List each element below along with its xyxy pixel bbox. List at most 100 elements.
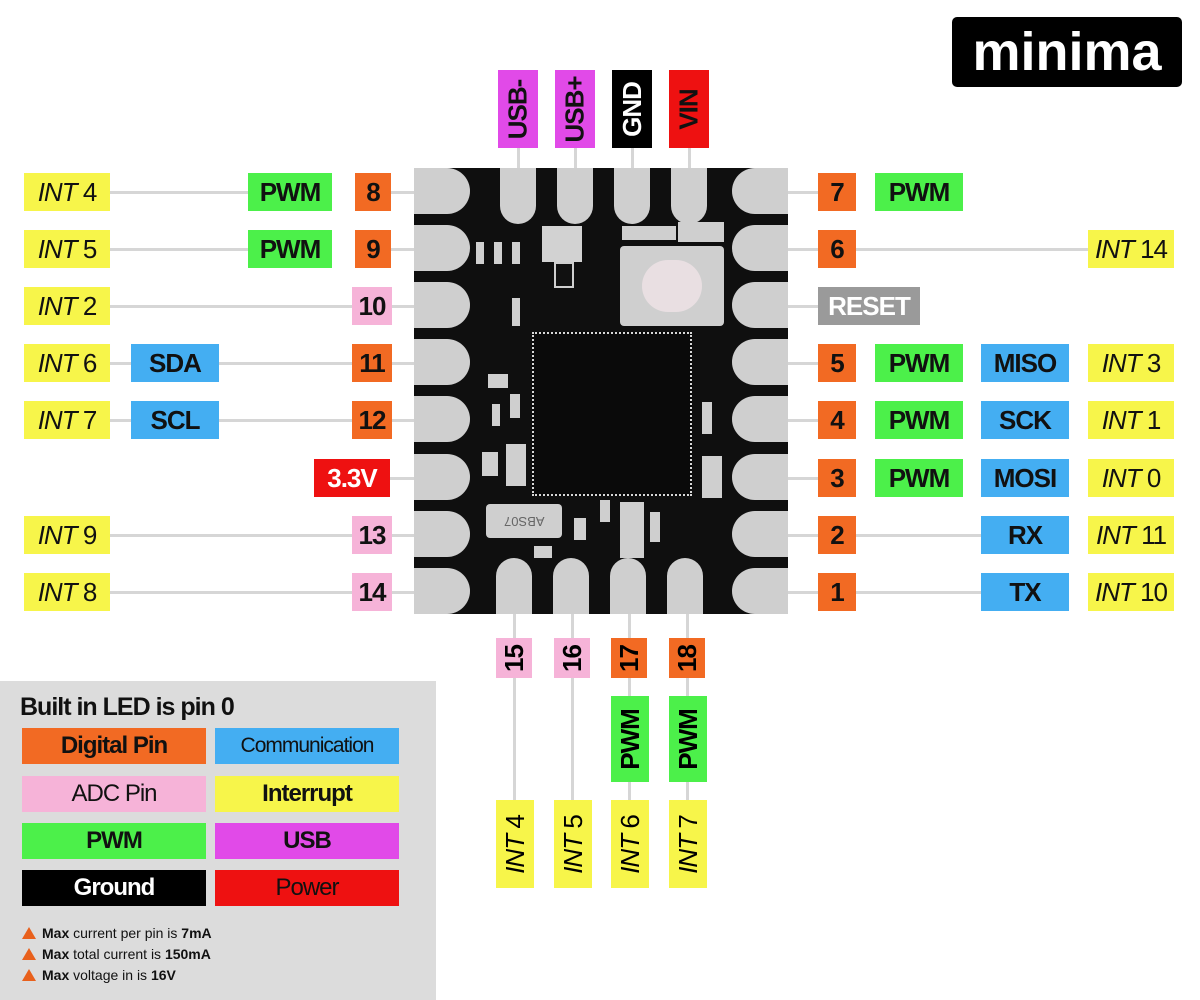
crystal: ABS07 (486, 504, 562, 538)
digital-pin-2: 2 (818, 516, 856, 554)
pwm-label: PWM (875, 459, 963, 497)
legend-pwm: PWM (22, 823, 206, 859)
reset-button-component (620, 246, 724, 326)
pad (553, 558, 589, 614)
adc-pin-13: 13 (352, 516, 392, 554)
pad (732, 225, 788, 271)
pin-vin: VIN (669, 70, 709, 148)
reset-pin: RESET (818, 287, 920, 325)
comm-label-mosi: MOSI (981, 459, 1069, 497)
pad (610, 558, 646, 614)
pwm-label: PWM (248, 230, 332, 268)
pwm-label: PWM (248, 173, 332, 211)
adc-pin-15: 15 (496, 638, 532, 678)
pad (414, 396, 470, 442)
pad (414, 339, 470, 385)
pad (496, 558, 532, 614)
interrupt-label: INT 7 (24, 401, 110, 439)
pad (614, 168, 650, 224)
interrupt-label: INT 10 (1088, 573, 1174, 611)
comm-label-tx: TX (981, 573, 1069, 611)
pad (671, 168, 707, 224)
adc-pin-14: 14 (352, 573, 392, 611)
interrupt-label: INT 2 (24, 287, 110, 325)
pwm-label: PWM (875, 401, 963, 439)
pad (414, 168, 470, 214)
warning-icon (22, 948, 36, 960)
legend-adc: ADC Pin (22, 776, 206, 812)
note-max-voltage: Max voltage in is 16V (22, 967, 176, 983)
pad (414, 225, 470, 271)
warning-icon (22, 969, 36, 981)
pad (732, 454, 788, 500)
pwm-label: PWM (611, 696, 649, 782)
microcontroller-chip (532, 332, 692, 496)
digital-pin-9: 9 (355, 230, 391, 268)
interrupt-label: INT 5 (24, 230, 110, 268)
pad (732, 282, 788, 328)
interrupt-label: INT 4 (496, 800, 534, 888)
comm-label-sck: SCK (981, 401, 1069, 439)
adc-pin-16: 16 (554, 638, 590, 678)
digital-pin-12: 12 (352, 401, 392, 439)
comm-label-miso: MISO (981, 344, 1069, 382)
interrupt-label: INT 3 (1088, 344, 1174, 382)
pad (414, 568, 470, 614)
interrupt-label: INT 5 (554, 800, 592, 888)
interrupt-label: INT 1 (1088, 401, 1174, 439)
legend-heading: Built in LED is pin 0 (20, 693, 235, 721)
digital-pin-4: 4 (818, 401, 856, 439)
brand-logo: minima (952, 17, 1182, 87)
pwm-label: PWM (875, 344, 963, 382)
digital-pin-5: 5 (818, 344, 856, 382)
pin-usb-plus: USB+ (555, 70, 595, 148)
pad (667, 558, 703, 614)
interrupt-label: INT 4 (24, 173, 110, 211)
digital-pin-7: 7 (818, 173, 856, 211)
legend-interrupt: Interrupt (215, 776, 399, 812)
interrupt-label: INT 0 (1088, 459, 1174, 497)
interrupt-label: INT 8 (24, 573, 110, 611)
pad (732, 511, 788, 557)
interrupt-label: INT 14 (1088, 230, 1174, 268)
crystal-label: ABS07 (503, 513, 545, 529)
adc-pin-10: 10 (352, 287, 392, 325)
digital-pin-3: 3 (818, 459, 856, 497)
legend-usb: USB (215, 823, 399, 859)
pwm-label: PWM (875, 173, 963, 211)
digital-pin-8: 8 (355, 173, 391, 211)
interrupt-label: INT 6 (611, 800, 649, 888)
comm-label-scl: SCL (131, 401, 219, 439)
legend-ground: Ground (22, 870, 206, 906)
pin-usb-minus: USB- (498, 70, 538, 148)
pad (414, 282, 470, 328)
legend-panel: Built in LED is pin 0 Digital Pin Commun… (0, 681, 436, 1000)
note-total-current: Max total current is 150mA (22, 946, 211, 962)
legend-power: Power (215, 870, 399, 906)
digital-pin-6: 6 (818, 230, 856, 268)
board: ABS07 (414, 168, 788, 614)
digital-pin-1: 1 (818, 573, 856, 611)
power-pin-3v3: 3.3V (314, 459, 390, 497)
pad (732, 396, 788, 442)
comm-label-rx: RX (981, 516, 1069, 554)
interrupt-label: INT 11 (1088, 516, 1174, 554)
warning-icon (22, 927, 36, 939)
legend-communication: Communication (215, 728, 399, 764)
pad (500, 168, 536, 224)
note-current-per-pin: Max current per pin is 7mA (22, 925, 212, 941)
interrupt-label: INT 7 (669, 800, 707, 888)
digital-pin-18: 18 (669, 638, 705, 678)
pad (557, 168, 593, 224)
interrupt-label: INT 6 (24, 344, 110, 382)
comm-label-sda: SDA (131, 344, 219, 382)
pad (732, 168, 788, 214)
pwm-label: PWM (669, 696, 707, 782)
pad (732, 339, 788, 385)
pad (414, 511, 470, 557)
pin-gnd: GND (612, 70, 652, 148)
digital-pin-11: 11 (352, 344, 392, 382)
pad (732, 568, 788, 614)
pad (414, 454, 470, 500)
legend-digital: Digital Pin (22, 728, 206, 764)
